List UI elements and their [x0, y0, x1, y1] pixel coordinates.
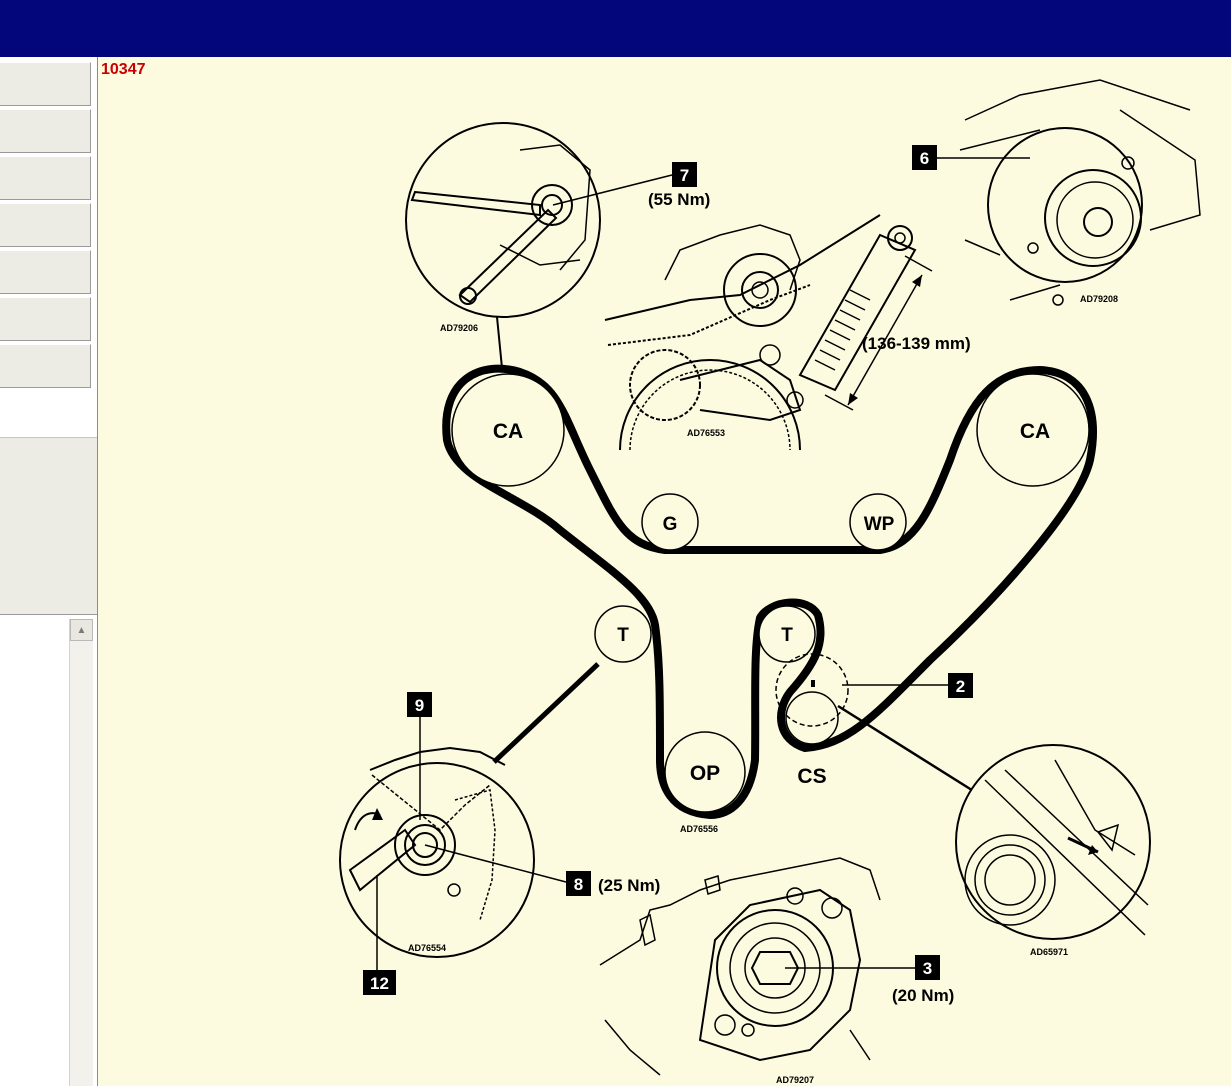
callout-9: 9 [415, 696, 424, 715]
scroll-up-button[interactable]: ▲ [70, 619, 93, 641]
pulley-ca-left [451, 373, 565, 487]
nav-button-2[interactable] [0, 109, 91, 153]
vertical-scrollbar[interactable]: ▲ [69, 619, 93, 1086]
nav-button-7[interactable] [0, 344, 91, 388]
torque-7: (55 Nm) [648, 190, 710, 209]
pulley-cs [775, 653, 849, 745]
inset-camshaft-tool [405, 122, 601, 369]
tensioner-drawing [604, 214, 933, 451]
pulley-op-label: OP [690, 762, 720, 785]
nav-button-3[interactable] [0, 156, 91, 200]
tensioner-length: (136-139 mm) [862, 334, 971, 353]
pulley-ca-right [976, 373, 1090, 487]
inset-camshaft-pulley [959, 79, 1201, 306]
nav-button-4[interactable] [0, 203, 91, 247]
callout-box-12 [363, 970, 396, 995]
torque-8: (25 Nm) [598, 876, 660, 895]
pulley-op [664, 731, 746, 813]
figure-ref-ad76553: AD76553 [687, 428, 725, 438]
inset-crankshaft [339, 746, 535, 958]
figure-ref-ad79207: AD79207 [776, 1075, 814, 1085]
callout-3: 3 [923, 959, 932, 978]
pulley-t-left-label: T [617, 625, 629, 646]
timing-belt [442, 364, 1097, 819]
pulley-t-right-label: T [781, 625, 793, 646]
figure-ref-ad76556: AD76556 [680, 824, 718, 834]
figure-ref-ad79208: AD79208 [1080, 294, 1118, 304]
callout-box-9 [407, 692, 432, 717]
nav-button-6[interactable] [0, 297, 91, 341]
title-bar [0, 0, 1231, 57]
pulley-t-left [594, 605, 652, 663]
inset-timing-mark [955, 744, 1151, 940]
document-id: 10347 [101, 61, 146, 78]
pulley-ca-right-label: CA [1020, 420, 1050, 443]
callout-box-8 [566, 871, 591, 896]
pulley-cs-label: CS [797, 765, 826, 788]
callout-12: 12 [370, 974, 389, 993]
pulley-wp-label: WP [864, 514, 895, 535]
figure-ref-ad79206: AD79206 [440, 323, 478, 333]
callout-8: 8 [574, 875, 583, 894]
nav-panel [0, 437, 97, 615]
callout-7: 7 [680, 166, 689, 185]
nav-button-1[interactable] [0, 62, 91, 106]
callout-2: 2 [956, 677, 965, 696]
callout-6: 6 [920, 149, 929, 168]
figure-ref-ad76554: AD76554 [408, 943, 446, 953]
pulley-t-right [758, 605, 816, 663]
sidebar: ▲ [0, 57, 98, 1086]
pulley-g [641, 493, 699, 551]
callout-box-6 [912, 145, 937, 170]
callout-box-2 [948, 673, 973, 698]
nav-button-5[interactable] [0, 250, 91, 294]
figure-ref-ad65971: AD65971 [1030, 947, 1068, 957]
scroll-up-arrow-icon: ▲ [76, 624, 87, 636]
torque-3: (20 Nm) [892, 986, 954, 1005]
pulley-g-label: G [663, 514, 678, 535]
callout-box-3 [915, 955, 940, 980]
pulley-ca-left-label: CA [493, 420, 523, 443]
callout-box-7 [672, 162, 697, 187]
pulley-wp [849, 493, 907, 551]
